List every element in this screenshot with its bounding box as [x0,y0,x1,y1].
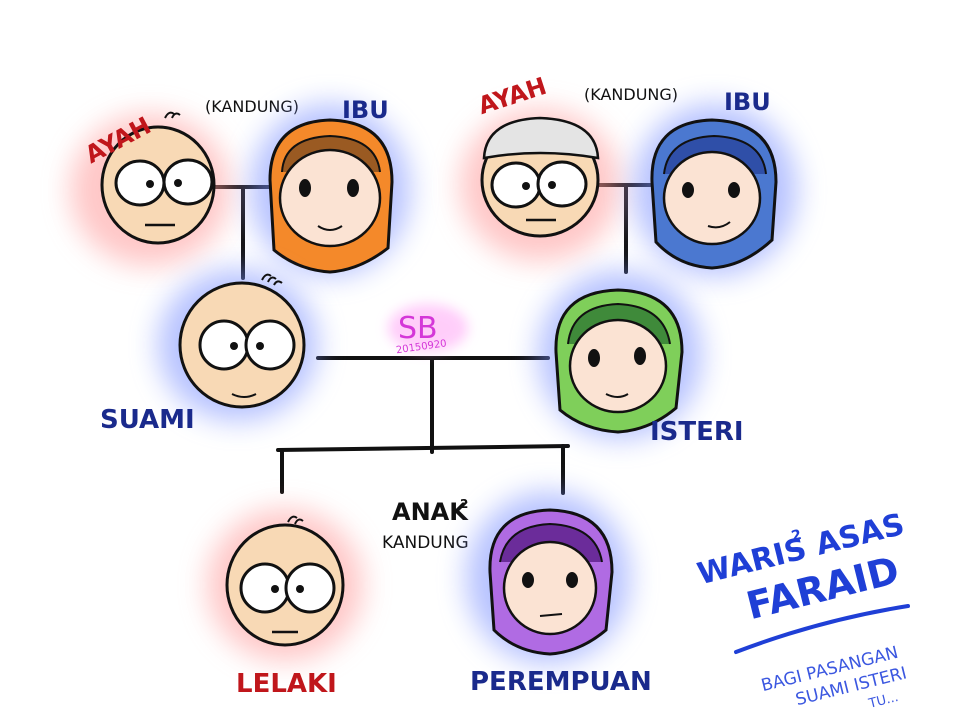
title-line1-superscript: 2 [790,527,803,545]
maternal-relation-note: (KANDUNG) [584,85,678,104]
maternal-grandmother [633,104,797,276]
subtitle-block: BAGI PASANGAN SUAMI ISTERI TU... [759,643,909,712]
husband [158,269,318,421]
son-label: LELAKI [236,669,337,699]
maternal-grandfather [460,109,620,261]
daughter [466,492,630,664]
maternal-mother-label: IBU [724,88,771,116]
husband-label: SUAMI [100,405,195,435]
children-superscript: 2 [460,497,468,511]
subtitle-line3: TU... [866,690,900,712]
children-note: KANDUNG [382,533,469,553]
son [207,509,363,661]
paternal-mother-label: IBU [342,96,389,124]
title-underline [734,604,910,654]
signature-initials: SB [398,311,438,346]
daughter-label: PEREMPUAN [470,667,652,697]
wife-label: ISTERI [650,417,744,447]
artist-signature: SB 20150920 [388,304,468,356]
paternal-grandmother [250,104,410,276]
title-block: WARIS 2 ASAS FARAID [694,507,908,628]
wife [538,271,702,439]
children-label: ANAK [392,498,469,526]
children-bar [276,444,570,452]
paternal-grandfather [70,111,230,266]
paternal-relation-note: (KANDUNG) [205,97,299,116]
children-group-label: ANAK 2 KANDUNG [382,497,469,553]
